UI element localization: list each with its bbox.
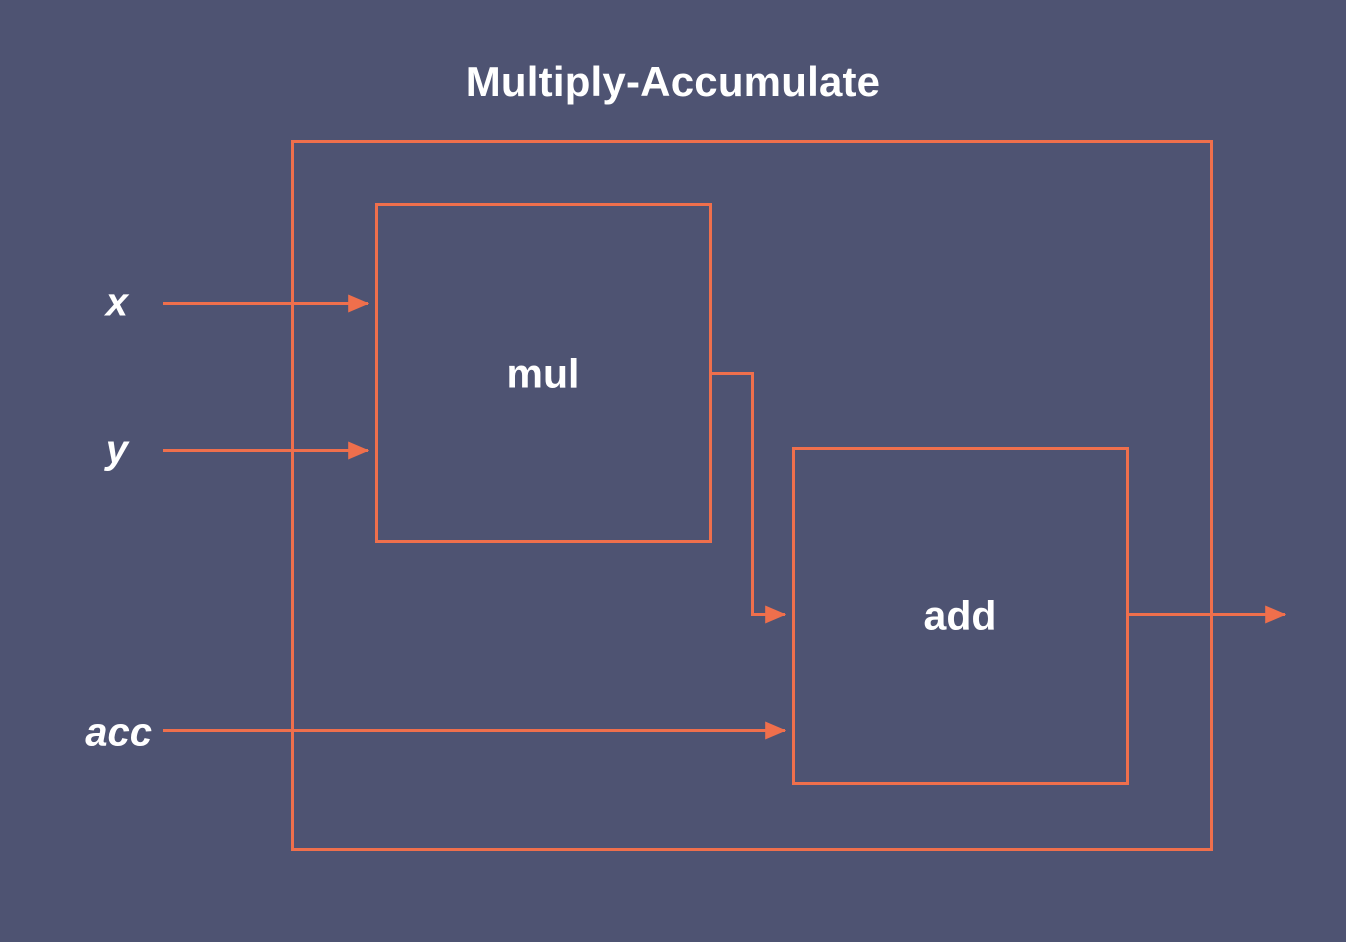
add-block-outline (792, 447, 1129, 785)
port-label-y: y (105, 427, 128, 472)
mul-block-outline (375, 203, 712, 543)
mul-block-label: mul (506, 350, 580, 397)
add-block-label: add (923, 592, 997, 639)
page-title: Multiply-Accumulate (465, 58, 881, 105)
port-label-acc: acc (85, 710, 152, 755)
wire-mul-to-add (711, 372, 787, 624)
outer-block-outline (291, 140, 1213, 851)
port-label-x: x (105, 280, 128, 325)
